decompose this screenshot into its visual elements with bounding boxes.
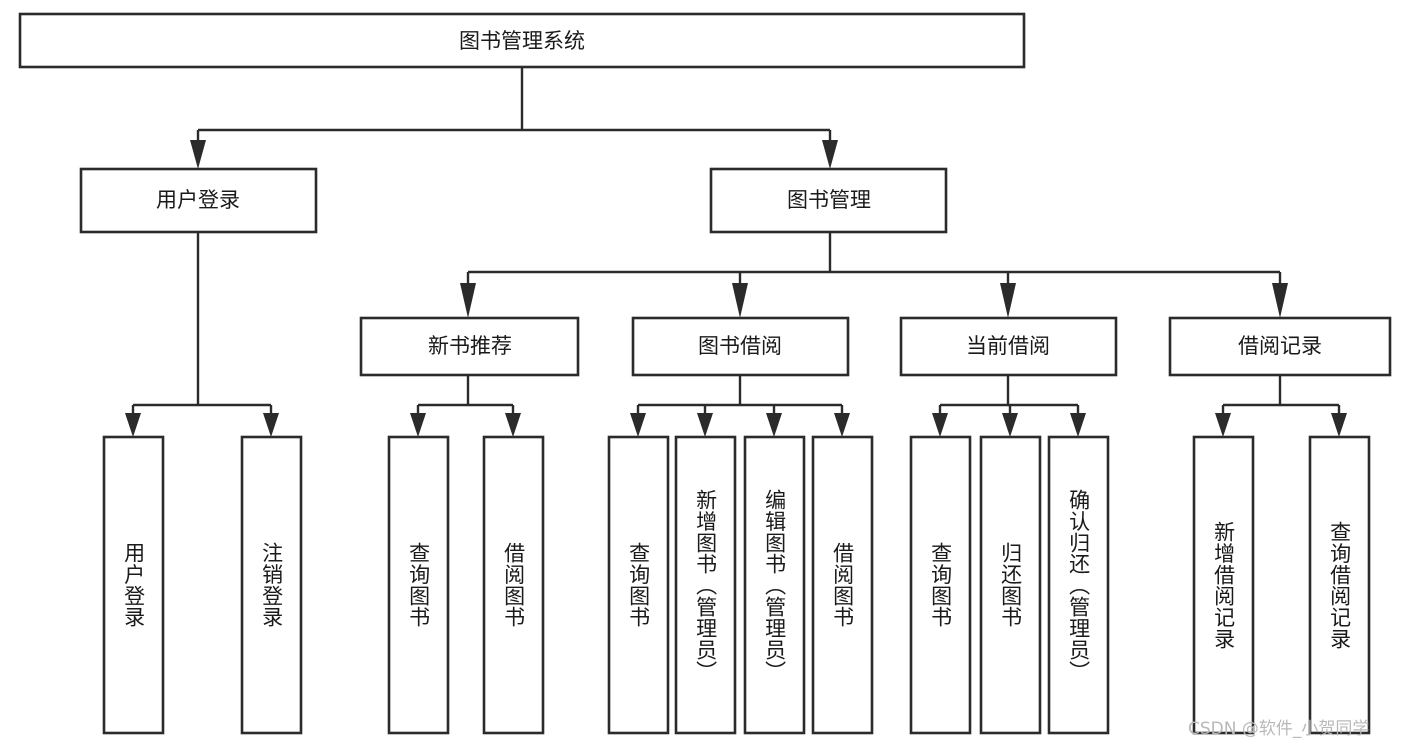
node-box-leaf-current-borrow-3[interactable] xyxy=(1047,435,1110,735)
node-box-leaf-book-borrow-2[interactable] xyxy=(674,435,737,735)
node-box-leaf-current-borrow-2[interactable] xyxy=(979,435,1042,735)
arrow-book-mgmt-to-record xyxy=(1272,283,1288,318)
node-box-leaf-book-borrow-1[interactable] xyxy=(607,435,670,735)
node-box-leaf-new-book-2[interactable] xyxy=(482,435,545,735)
node-box-leaf-book-borrow-4[interactable] xyxy=(811,435,874,735)
node-box-borrow-record[interactable] xyxy=(1168,316,1392,377)
node-box-leaf-borrow-record-1[interactable] xyxy=(1192,435,1255,735)
node-layer: 图书管理系统 用户登录 图书管理 新书推荐 图书借阅 当前借阅 借阅记录 xyxy=(18,12,1392,735)
node-label-root: 图书管理系统 xyxy=(459,29,585,53)
arrow-root-to-book-mgmt xyxy=(822,140,838,169)
arrow-root-to-user-login xyxy=(190,140,206,169)
node-label-current-borrow: 当前借阅 xyxy=(966,334,1050,358)
arrow-current-leaf-1 xyxy=(932,413,948,437)
node-box-leaf-current-borrow-1[interactable] xyxy=(909,435,972,735)
arrow-record-leaf-1 xyxy=(1215,413,1231,437)
arrow-user-login-leaf-2 xyxy=(263,413,279,437)
node-box-leaf-book-borrow-3[interactable] xyxy=(743,435,806,735)
arrow-borrow-leaf-4 xyxy=(834,413,850,437)
node-label-book-borrow: 图书借阅 xyxy=(698,334,782,358)
arrow-current-leaf-3 xyxy=(1070,413,1086,437)
node-box-root[interactable] xyxy=(18,12,1026,69)
node-box-user-login[interactable] xyxy=(79,167,318,234)
connector-layer xyxy=(125,67,1347,437)
node-box-current-borrow[interactable] xyxy=(899,316,1118,377)
arrow-borrow-leaf-2 xyxy=(697,413,713,437)
arrow-record-leaf-2 xyxy=(1331,413,1347,437)
arrow-user-login-leaf-1 xyxy=(125,413,141,437)
arrow-book-mgmt-to-borrow xyxy=(732,283,748,318)
node-label-user-login: 用户登录 xyxy=(156,188,240,212)
node-box-new-book-recommend[interactable] xyxy=(359,316,580,377)
arrow-borrow-leaf-1 xyxy=(630,413,646,437)
arrow-new-book-leaf-2 xyxy=(505,413,521,437)
node-box-leaf-new-book-1[interactable] xyxy=(387,435,450,735)
node-box-leaf-user-login-1[interactable] xyxy=(102,435,165,735)
arrow-current-leaf-2 xyxy=(1002,413,1018,437)
arrow-borrow-leaf-3 xyxy=(766,413,782,437)
node-box-book-borrow[interactable] xyxy=(631,316,850,377)
arrow-book-mgmt-to-current xyxy=(1000,283,1016,318)
watermark-text: CSDN @软件_小贺同学 xyxy=(1188,719,1370,739)
arrow-new-book-leaf-1 xyxy=(410,413,426,437)
node-label-book-management: 图书管理 xyxy=(787,188,871,212)
node-label-borrow-record: 借阅记录 xyxy=(1238,334,1322,358)
node-label-new-book-recommend: 新书推荐 xyxy=(428,334,512,358)
node-box-leaf-user-login-2[interactable] xyxy=(240,435,303,735)
node-box-book-management[interactable] xyxy=(709,167,948,234)
node-box-leaf-borrow-record-2[interactable] xyxy=(1308,435,1371,735)
arrow-book-mgmt-to-new-book xyxy=(460,283,476,318)
